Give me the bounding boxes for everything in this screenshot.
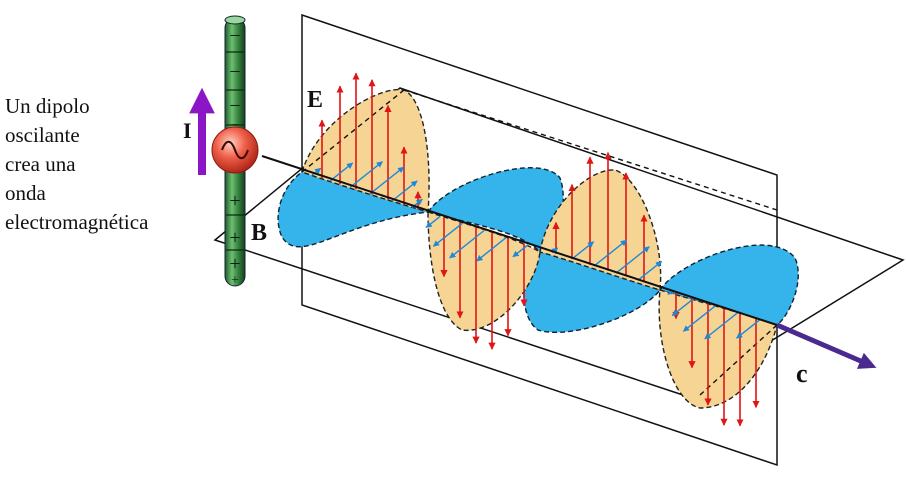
propagation-axis [261, 155, 778, 326]
electric-lobe [301, 88, 430, 213]
magnetic-field-arrow [349, 161, 383, 189]
electric-lobe [539, 169, 662, 291]
magnetic-field-lobes [277, 163, 799, 334]
electric-field-lobes [301, 88, 778, 409]
magnetic-field-arrow [615, 246, 650, 274]
magnetic-field-label: B [251, 220, 267, 246]
magnetic-field-arrow [476, 237, 507, 262]
caption-line: electromagnética [5, 210, 149, 234]
speed-label: c [796, 359, 808, 388]
ac-source-icon [211, 126, 259, 174]
dipole-sign-top: − [229, 61, 240, 83]
dipole-sign-top: − [229, 25, 240, 47]
current-label: I [183, 118, 192, 143]
electric-envelope-top [403, 89, 778, 211]
right-arrow-icon [776, 322, 877, 369]
electric-envelope-bottom [301, 89, 405, 173]
magnetic-field-arrow [449, 230, 485, 259]
magnetic-field-arrow [593, 239, 628, 267]
caption-line: onda [5, 181, 46, 205]
magnetic-field-arrow [682, 304, 717, 332]
magnetic-field-arrow [736, 318, 761, 339]
magnetic-field-arrow [391, 180, 418, 202]
electric-field-arrows [318, 72, 760, 427]
dipole-sign-bottom: + [229, 253, 240, 275]
magnetic-field-arrow [637, 260, 663, 281]
magnetic-field-arrows [311, 161, 761, 340]
caption-line: crea una [5, 152, 76, 176]
dipole-segments [226, 51, 244, 251]
dipole-sign-top: − [230, 117, 239, 134]
dipole-sign-bottom: + [229, 227, 240, 249]
magnetic-field-arrow [671, 297, 695, 317]
envelope-lines [301, 89, 778, 396]
dipole-rod-cap [224, 15, 246, 25]
magnetic-field-arrow [704, 311, 739, 340]
magnetic-field-arrow [571, 241, 595, 260]
electric-field-label: E [307, 87, 323, 113]
magnetic-field-arrow [667, 288, 675, 295]
magnetic-field-arrow [311, 167, 322, 176]
magnetic-field-arrow [329, 162, 354, 182]
dipole-sign-bottom: + [229, 190, 240, 212]
magnetic-field-arrow [512, 244, 529, 258]
dipole-sign-top: − [229, 95, 240, 117]
magnetic-field-arrow [432, 222, 463, 247]
caption-line: oscilante [5, 123, 80, 147]
magnetic-field-arrow [369, 166, 405, 195]
caption-line: Un dipolo [5, 94, 90, 118]
dipole-sign-bottom: + [231, 273, 239, 288]
magnetic-field-arrow [425, 215, 441, 229]
caption: Un dipolo oscilante crea una onda electr… [5, 92, 148, 237]
